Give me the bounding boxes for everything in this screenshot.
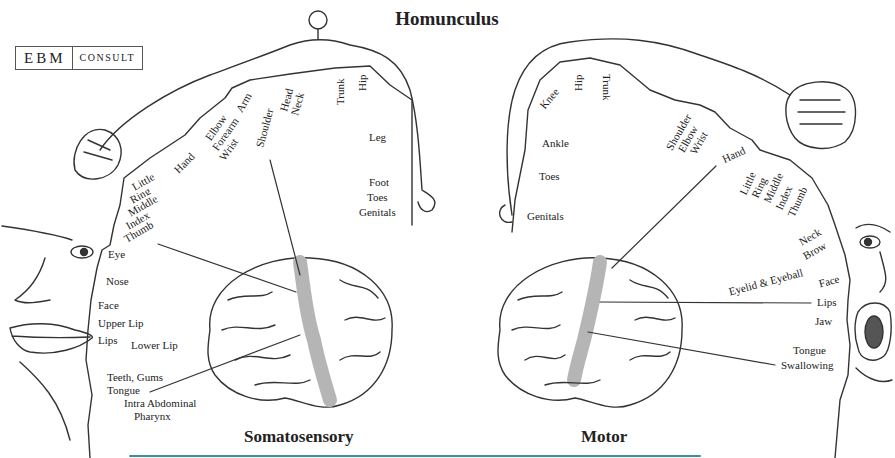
face-sketch [2,226,92,440]
leader-line [150,160,811,392]
cortex-caption: Motor [580,428,628,446]
body-part-label: Knee [536,85,561,112]
body-part-label: Lips [816,296,838,308]
cortex-outline [86,66,412,458]
body-part-label: Trunk [601,73,613,102]
logo-word: CONSULT [72,47,143,69]
logo-box: EBMCONSULT [15,46,143,70]
body-part-label: Swallowing [780,359,835,371]
eye-sketch [71,246,93,258]
open-mouth [865,316,883,348]
hand-sketch [74,129,121,179]
figure-sketch [100,29,435,212]
body-part-label: Ankle [541,137,570,149]
body-part-label: Teeth, Gums [106,371,164,383]
body-part-label: Intra Abdominal [123,397,197,409]
body-part-label: Hand [171,149,198,176]
eye-sketch [860,236,880,248]
body-part-label: Tongue [106,384,141,396]
eye-iris [865,239,872,246]
bottom-rule [130,455,700,457]
figure-head [309,11,327,29]
figure-sketch [500,39,790,223]
body-part-label: Tongue [792,344,827,356]
face-sketch [855,225,892,382]
brain-sketch [208,258,392,407]
body-part-label: Leg [368,131,387,143]
logo-mark: EBM [16,47,72,69]
cortex-caption: Somatosensory [243,428,355,446]
body-part-label: Hip [572,74,584,93]
body-part-label: Shoulder [253,106,275,149]
diagram-title: Homunculus [392,8,501,30]
body-part-label: Upper Lip [97,317,145,329]
eye-iris [81,249,88,256]
body-part-label: Eyelid & Eyeball [726,266,805,298]
body-part-label: Eye [107,248,126,260]
body-part-label: Hand [719,144,747,166]
body-part-label: Genitals [526,210,565,222]
body-part-label: Face [97,299,120,311]
body-part-label: Face [816,272,841,289]
body-part-label: Genitals [358,206,397,218]
body-part-label: Pharynx [133,410,172,422]
body-part-label: Lower Lip [130,339,179,351]
body-part-label: Arm [233,90,254,115]
body-part-label: Trunk [334,78,346,107]
body-part-label: Hip [356,74,368,93]
body-part-label: Lips [97,334,119,346]
body-part-label: Jaw [814,315,833,327]
body-part-label: Foot [368,176,390,188]
body-part-label: Toes [538,170,561,182]
body-part-label: Nose [105,275,130,287]
body-part-label: Toes [366,191,389,203]
fist-sketch [786,82,856,149]
